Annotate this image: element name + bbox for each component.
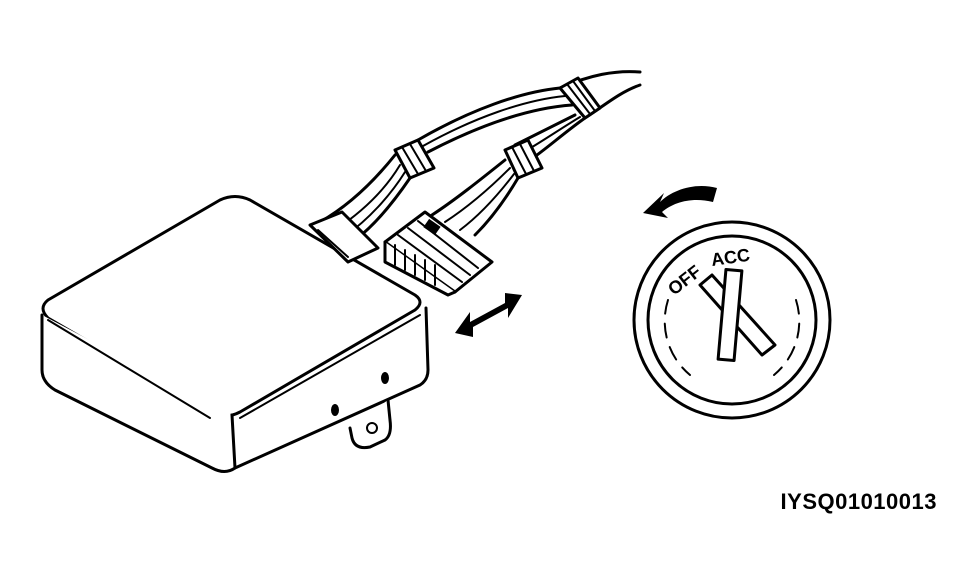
- switch-label-acc: ACC: [710, 245, 751, 270]
- switch-label-off: OFF: [664, 261, 705, 299]
- wire-harness: [318, 70, 642, 242]
- double-arrow-icon: [455, 293, 522, 337]
- ignition-switch: OFF ACC: [632, 220, 832, 420]
- plug-connector: [383, 210, 494, 297]
- control-unit: [40, 195, 430, 473]
- unit-socket: [308, 210, 380, 264]
- rotate-left-arrow-icon: [643, 185, 717, 218]
- figure-code: IYSQ01010013: [780, 489, 937, 514]
